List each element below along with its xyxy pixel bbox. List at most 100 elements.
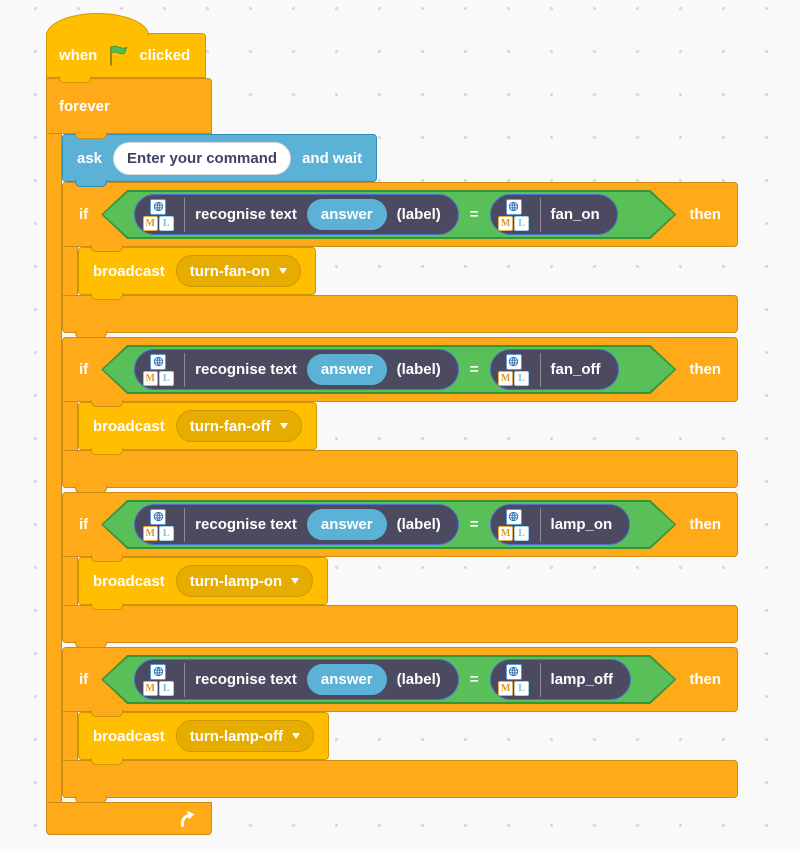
dropdown-caret-icon bbox=[292, 733, 301, 739]
loop-arrow-icon bbox=[177, 808, 198, 829]
broadcast-message-dropdown[interactable]: turn-fan-on bbox=[175, 255, 301, 287]
if-label: if bbox=[79, 361, 89, 378]
ml-globe-icon bbox=[150, 199, 166, 215]
if-footer bbox=[62, 760, 738, 803]
answer-reporter[interactable]: answer bbox=[307, 664, 387, 695]
broadcast-block[interactable]: broadcast turn-fan-off bbox=[78, 402, 317, 455]
recognise-text-label: recognise text bbox=[195, 361, 297, 378]
broadcast-label: broadcast bbox=[93, 262, 165, 280]
recognise-text-label: recognise text bbox=[195, 671, 297, 688]
if-left-arm bbox=[62, 247, 78, 295]
clicked-label: clicked bbox=[139, 47, 191, 64]
then-label: then bbox=[689, 516, 721, 533]
equals-sign: = bbox=[469, 671, 479, 688]
broadcast-block[interactable]: broadcast turn-fan-on bbox=[78, 247, 316, 300]
condition-value: fan_off bbox=[550, 361, 601, 378]
ml-globe-icon bbox=[506, 664, 522, 680]
label-suffix: (label) bbox=[396, 671, 441, 688]
broadcast-label: broadcast bbox=[93, 417, 165, 435]
hat-dome bbox=[46, 13, 149, 36]
dropdown-caret-icon bbox=[278, 268, 287, 274]
condition-value: fan_on bbox=[550, 206, 600, 223]
condition-value: lamp_on bbox=[550, 516, 613, 533]
divider bbox=[540, 353, 541, 387]
when-flag-clicked-block[interactable]: when clicked bbox=[46, 13, 206, 83]
ask-and-wait-block[interactable]: ask Enter your command and wait bbox=[62, 134, 378, 187]
divider bbox=[184, 353, 185, 387]
broadcast-label: broadcast bbox=[93, 727, 165, 745]
then-label: then bbox=[689, 206, 721, 223]
if-footer bbox=[62, 605, 738, 648]
condition-value: lamp_off bbox=[550, 671, 614, 688]
if-left-arm bbox=[62, 712, 78, 760]
label-suffix: (label) bbox=[396, 206, 441, 223]
forever-block[interactable]: forever ask Enter your command and wait … bbox=[46, 78, 738, 835]
green-flag-icon bbox=[106, 44, 130, 68]
ml-globe-icon bbox=[150, 354, 166, 370]
broadcast-message-dropdown[interactable]: turn-fan-off bbox=[175, 410, 302, 442]
equals-sign: = bbox=[469, 361, 479, 378]
label-suffix: (label) bbox=[396, 516, 441, 533]
ml-globe-icon bbox=[506, 509, 522, 525]
broadcast-message-dropdown[interactable]: turn-lamp-on bbox=[175, 565, 314, 597]
if-footer bbox=[62, 295, 738, 338]
divider bbox=[540, 508, 541, 542]
recognise-text-label: recognise text bbox=[195, 206, 297, 223]
broadcast-label: broadcast bbox=[93, 572, 165, 590]
divider bbox=[540, 198, 541, 232]
divider bbox=[184, 508, 185, 542]
if-label: if bbox=[79, 206, 89, 223]
divider bbox=[540, 663, 541, 697]
answer-reporter[interactable]: answer bbox=[307, 199, 387, 230]
ml-globe-icon bbox=[506, 199, 522, 215]
label-suffix: (label) bbox=[396, 361, 441, 378]
recognise-text-label: recognise text bbox=[195, 516, 297, 533]
then-label: then bbox=[689, 671, 721, 688]
ml-globe-icon bbox=[150, 664, 166, 680]
forever-label: forever bbox=[59, 97, 110, 115]
if-left-arm bbox=[62, 402, 78, 450]
divider bbox=[184, 663, 185, 697]
forever-footer bbox=[46, 802, 212, 835]
if-label: if bbox=[79, 671, 89, 688]
ask-label: ask bbox=[77, 149, 103, 167]
script-stack: when clicked forever bbox=[46, 13, 738, 835]
forever-left-arm bbox=[46, 134, 62, 802]
then-label: then bbox=[689, 361, 721, 378]
if-label: if bbox=[79, 516, 89, 533]
broadcast-block[interactable]: broadcast turn-lamp-off bbox=[78, 712, 330, 765]
ml-globe-icon bbox=[506, 354, 522, 370]
dropdown-caret-icon bbox=[291, 578, 300, 584]
broadcast-message-dropdown[interactable]: turn-lamp-off bbox=[175, 720, 315, 752]
answer-reporter[interactable]: answer bbox=[307, 509, 387, 540]
answer-reporter[interactable]: answer bbox=[307, 354, 387, 385]
ml-globe-icon bbox=[150, 509, 166, 525]
ask-text-input[interactable]: Enter your command bbox=[113, 141, 292, 175]
if-left-arm bbox=[62, 557, 78, 605]
broadcast-block[interactable]: broadcast turn-lamp-on bbox=[78, 557, 329, 610]
